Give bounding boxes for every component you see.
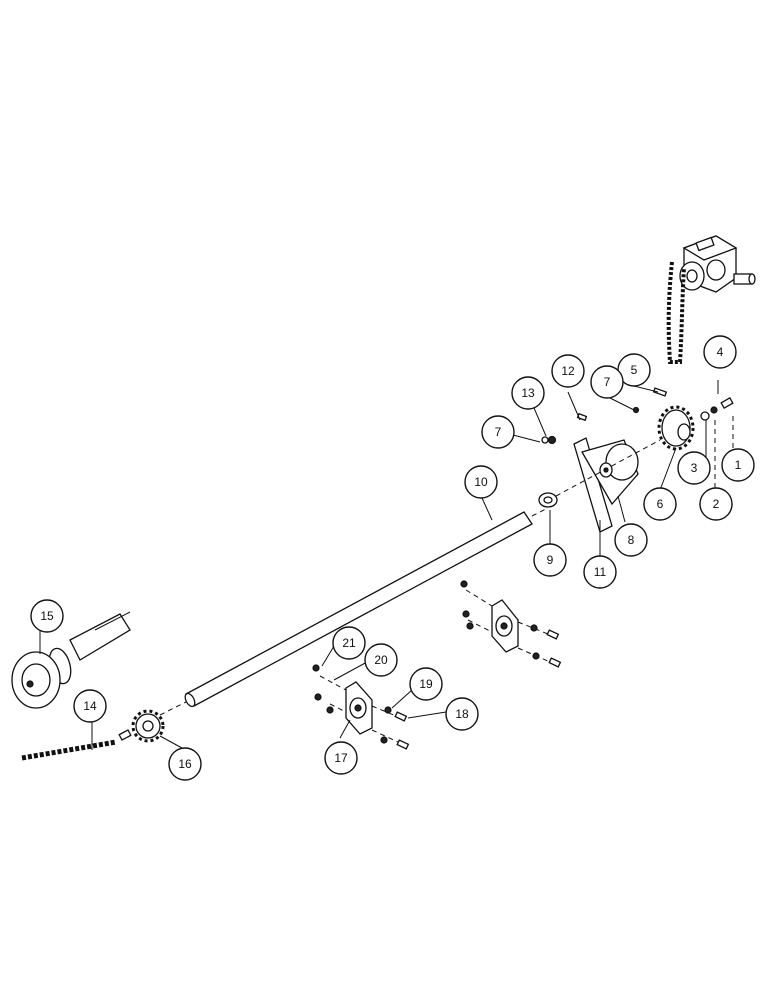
- svg-text:2: 2: [713, 497, 720, 511]
- svg-text:7: 7: [495, 425, 502, 439]
- flange-bearing-lower: [312, 664, 410, 750]
- callout-2: 2: [699, 487, 733, 521]
- callout-12: 12: [551, 354, 585, 388]
- leader-lines: [39, 385, 734, 750]
- svg-text:7: 7: [604, 375, 611, 389]
- callout-10: 10: [464, 465, 498, 499]
- svg-text:12: 12: [561, 364, 575, 378]
- svg-text:1: 1: [735, 458, 742, 472]
- svg-text:3: 3: [691, 461, 698, 475]
- callout-21: 21: [332, 626, 366, 660]
- svg-text:8: 8: [628, 533, 635, 547]
- callout-8: 8: [614, 523, 648, 557]
- svg-text:18: 18: [455, 707, 469, 721]
- svg-text:9: 9: [547, 553, 554, 567]
- callout-13: 13: [511, 376, 545, 410]
- mounting-plate: [573, 437, 639, 533]
- svg-text:10: 10: [474, 475, 488, 489]
- sprocket-small: [118, 709, 165, 743]
- callout-14: 14: [73, 689, 107, 723]
- flange-bearing-middle: [460, 580, 562, 668]
- svg-text:15: 15: [40, 609, 54, 623]
- svg-text:11: 11: [594, 565, 607, 579]
- callout-16: 16: [168, 747, 202, 781]
- svg-text:14: 14: [83, 699, 97, 713]
- roller-chain: [21, 739, 117, 761]
- svg-text:5: 5: [631, 363, 638, 377]
- callout-7-right: 7: [590, 365, 624, 399]
- svg-text:4: 4: [717, 345, 724, 359]
- callout-17: 17: [324, 741, 358, 775]
- callout-9: 9: [533, 543, 567, 577]
- svg-text:6: 6: [657, 497, 664, 511]
- callout-4: 4: [703, 335, 737, 369]
- sprocket-drive: [657, 405, 695, 451]
- gearbox: [679, 235, 756, 293]
- callout-19: 19: [409, 667, 443, 701]
- callout-6: 6: [643, 487, 677, 521]
- svg-text:16: 16: [178, 757, 192, 771]
- callout-1: 1: [721, 448, 755, 482]
- callout-18: 18: [445, 697, 479, 731]
- main-shaft: [159, 507, 549, 716]
- callout-3: 3: [677, 451, 711, 485]
- callout-15: 15: [30, 599, 64, 633]
- callout-20: 20: [364, 643, 398, 677]
- svg-text:19: 19: [419, 677, 433, 691]
- svg-text:17: 17: [334, 751, 348, 765]
- drive-roller: [11, 611, 131, 709]
- svg-text:21: 21: [342, 636, 356, 650]
- svg-text:13: 13: [521, 386, 535, 400]
- callout-7-left: 7: [481, 415, 515, 449]
- drive-chain-vertical: [666, 261, 686, 364]
- svg-text:20: 20: [374, 653, 388, 667]
- callout-11: 11: [583, 555, 617, 589]
- collar: [538, 492, 558, 508]
- hardware-small: [541, 380, 734, 445]
